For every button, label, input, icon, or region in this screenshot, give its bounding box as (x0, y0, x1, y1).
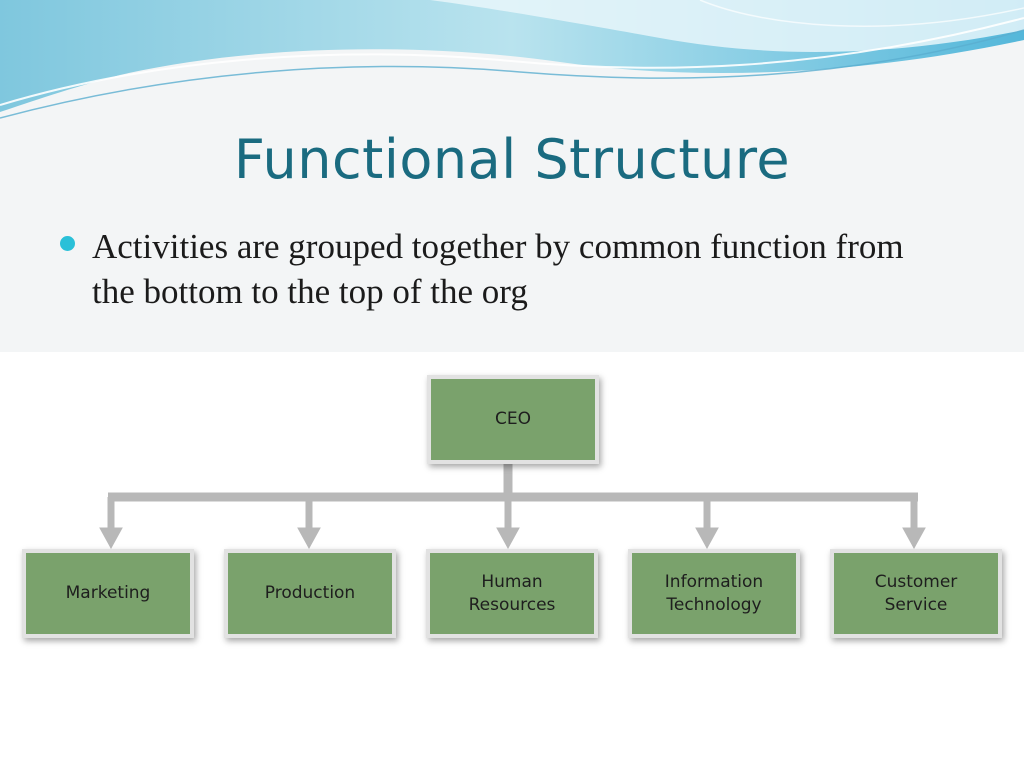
org-node-production: Production (224, 549, 396, 638)
org-node-customer-service: Customer Service (830, 549, 1002, 638)
arrow-marketing-icon (99, 527, 123, 550)
org-node-ceo: CEO (427, 375, 599, 464)
org-node-information-technology: Information Technology (628, 549, 800, 638)
org-node-marketing: Marketing (22, 549, 194, 638)
arrow-customer-service-icon (902, 527, 926, 550)
arrow-human-resources-icon (496, 527, 520, 550)
org-node-human-resources: Human Resources (426, 549, 598, 638)
header-wave-decoration (0, 0, 1024, 119)
arrow-production-icon (297, 527, 321, 550)
bullet-text: Activities are grouped together by commo… (92, 227, 904, 311)
bullet-dot-icon (60, 236, 75, 251)
arrow-information-technology-icon (695, 527, 719, 550)
slide-title: Functional Structure (233, 128, 791, 191)
